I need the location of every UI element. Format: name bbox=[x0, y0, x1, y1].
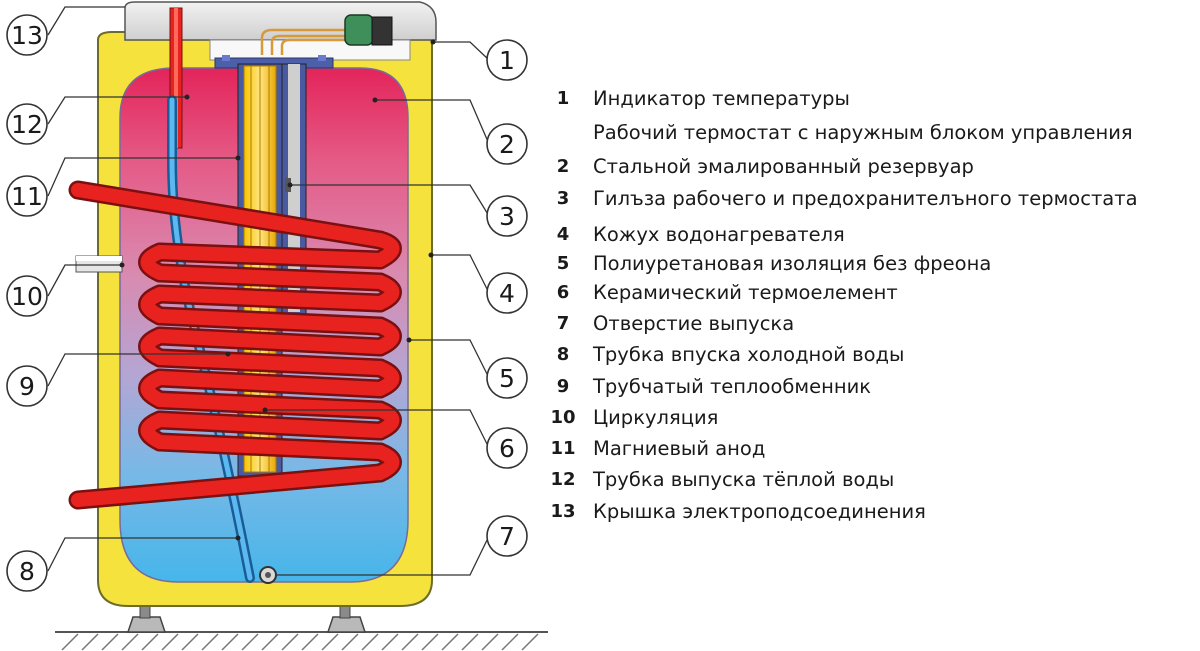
callout-1: 1 bbox=[486, 39, 528, 81]
legend-number: 7 bbox=[556, 313, 570, 334]
legend-label: Циркуляция bbox=[593, 406, 719, 429]
callout-7: 7 bbox=[486, 515, 528, 557]
legend-label: Стальной эмалированный резервуар bbox=[593, 155, 974, 178]
callout-number: 5 bbox=[499, 364, 515, 393]
callout-number: 10 bbox=[11, 282, 43, 311]
legend-number: 6 bbox=[556, 282, 570, 303]
callout-9: 9 bbox=[6, 365, 48, 407]
callout-number: 3 bbox=[499, 202, 515, 231]
circulation-port bbox=[75, 255, 123, 273]
callout-11: 11 bbox=[6, 175, 48, 217]
callout-number: 1 bbox=[499, 46, 515, 75]
callout-number: 2 bbox=[499, 130, 515, 159]
legend-label: Гилъза рабочего и предохранителъного тер… bbox=[593, 187, 1138, 210]
drain-outlet bbox=[259, 566, 277, 584]
legend-label: Индикатор температуры bbox=[593, 87, 850, 110]
legend-number: 11 bbox=[550, 438, 576, 459]
callout-8: 8 bbox=[6, 550, 48, 592]
legend-number: 9 bbox=[556, 376, 570, 397]
temperature-indicator bbox=[260, 14, 393, 55]
legend-label: Трубчатый теплообменник bbox=[593, 375, 872, 398]
callout-6: 6 bbox=[486, 427, 528, 469]
callout-10: 10 bbox=[6, 275, 48, 317]
legend-number: 4 bbox=[556, 224, 570, 245]
callout-12: 12 bbox=[6, 103, 48, 145]
callout-3: 3 bbox=[486, 195, 528, 237]
legend-label: Трубка выпуска тёплой воды bbox=[593, 468, 895, 491]
leader-dots bbox=[119, 39, 436, 541]
legend-number: 3 bbox=[556, 188, 570, 209]
callout-number: 4 bbox=[499, 279, 515, 308]
legend-number: 2 bbox=[556, 156, 570, 177]
legend-label: Полиуретановая изоляция без фреона bbox=[593, 252, 992, 275]
feet bbox=[126, 605, 367, 633]
legend-label: Трубка впуска холодной воды bbox=[593, 343, 905, 366]
legend-label: Рабочий термостат с наружным блоком упра… bbox=[593, 121, 1133, 144]
legend-number: 1 bbox=[556, 88, 570, 109]
callout-13: 13 bbox=[6, 14, 48, 56]
legend-number: 8 bbox=[556, 344, 570, 365]
callout-number: 13 bbox=[11, 21, 43, 50]
callout-5: 5 bbox=[486, 357, 528, 399]
callout-4: 4 bbox=[486, 272, 528, 314]
coil-heat-exchanger bbox=[68, 180, 402, 510]
callout-number: 9 bbox=[19, 372, 35, 401]
legend-label: Керамический термоелемент bbox=[593, 281, 898, 304]
leader-lines bbox=[47, 6, 490, 576]
legend-number: 10 bbox=[550, 407, 576, 428]
legend-label: Крышка электроподсоединения bbox=[593, 500, 926, 523]
legend-number: 5 bbox=[556, 253, 570, 274]
legend-label: Магниевый анод bbox=[593, 437, 766, 460]
callout-number: 6 bbox=[499, 434, 515, 463]
legend-number: 13 bbox=[550, 501, 576, 522]
callout-number: 12 bbox=[11, 110, 43, 139]
callout-2: 2 bbox=[486, 123, 528, 165]
legend-label: Кожух водонагревателя bbox=[593, 223, 845, 246]
callout-number: 8 bbox=[19, 557, 35, 586]
legend-label: Отверстие выпуска bbox=[593, 312, 795, 335]
callout-number: 7 bbox=[499, 522, 515, 551]
callout-number: 11 bbox=[11, 182, 43, 211]
ground bbox=[55, 631, 548, 651]
legend-number: 12 bbox=[550, 469, 576, 490]
